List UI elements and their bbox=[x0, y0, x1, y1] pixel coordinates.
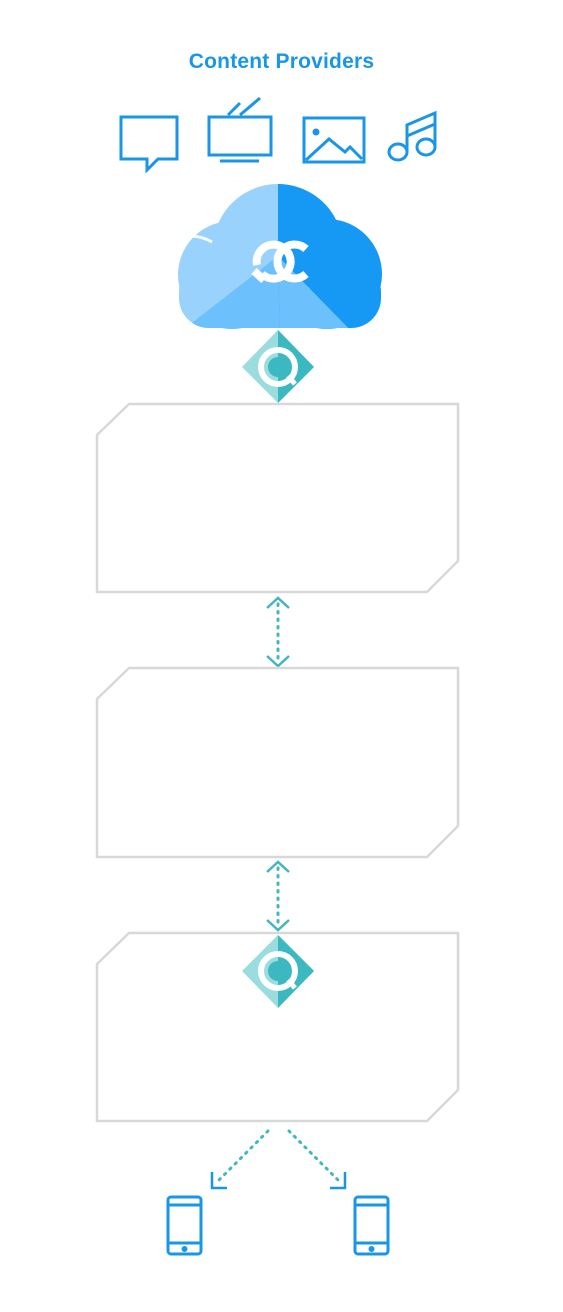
chat-bubble-icon bbox=[119, 115, 179, 174]
qc-diamond-badge bbox=[242, 330, 314, 403]
mobile-phone-icon bbox=[166, 1195, 203, 1256]
layer-box-2 bbox=[95, 666, 460, 859]
image-icon bbox=[302, 116, 366, 164]
arrow-to-device-right bbox=[287, 1129, 347, 1190]
tv-icon bbox=[207, 96, 273, 163]
diagram-title: Content Providers bbox=[188, 50, 375, 73]
music-note-icon bbox=[387, 110, 437, 162]
arrow-to-device-left bbox=[210, 1129, 270, 1190]
bidirectional-arrow-1 bbox=[266, 596, 290, 668]
qc-cloud-logo bbox=[168, 184, 382, 329]
qc-diamond-badge-device bbox=[242, 935, 314, 1008]
bidirectional-arrow-2 bbox=[266, 860, 290, 932]
mobile-phone-icon bbox=[353, 1195, 390, 1256]
layer-box-3 bbox=[95, 931, 460, 1123]
layer-box-1 bbox=[95, 402, 460, 594]
